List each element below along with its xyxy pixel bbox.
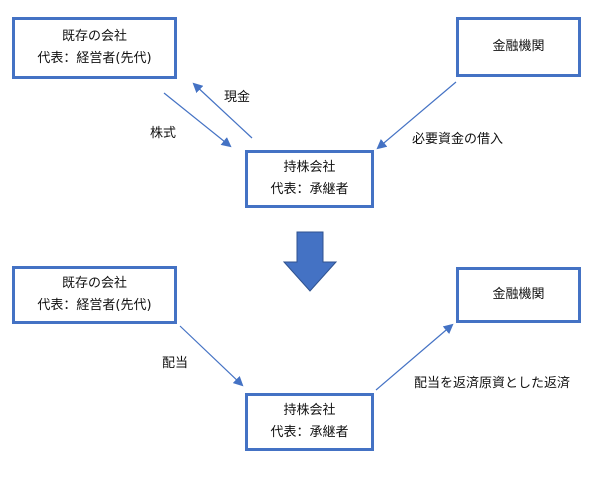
top-financial-institution-box: 金融機関 <box>456 17 581 77</box>
cash-arrow <box>192 82 253 139</box>
loan-arrow <box>376 81 457 150</box>
top-existing-company-box: 既存の会社 代表：経営者(先代) <box>12 17 177 79</box>
bottom-holding-company-rep: 代表：承継者 <box>270 425 349 440</box>
label-loan: 必要資金の借入 <box>412 132 504 147</box>
stock-arrow <box>163 92 232 148</box>
bottom-existing-company-box: 既存の会社 代表：経営者(先代) <box>12 266 177 324</box>
top-holding-company-rep: 代表：承継者 <box>270 182 349 197</box>
bottom-holding-company-box: 持株会社 代表：承継者 <box>245 393 374 451</box>
top-existing-company-name: 既存の会社 <box>61 29 127 44</box>
label-stock: 株式 <box>150 126 177 141</box>
label-dividend: 配当 <box>162 356 189 371</box>
repayment-arrow <box>375 323 454 391</box>
top-holding-company-box: 持株会社 代表：承継者 <box>245 150 374 208</box>
label-cash: 現金 <box>224 90 251 105</box>
bottom-financial-institution-box: 金融機関 <box>456 267 581 323</box>
bottom-holding-company-name: 持株会社 <box>283 403 336 418</box>
top-existing-company-rep: 代表：経営者(先代) <box>37 51 152 66</box>
bottom-financial-institution-name: 金融機関 <box>492 287 545 302</box>
transition-down-arrow <box>282 231 338 292</box>
bottom-existing-company-rep: 代表：経営者(先代) <box>37 298 152 313</box>
bottom-existing-company-name: 既存の会社 <box>61 276 127 291</box>
label-repayment: 配当を返済原資とした返済 <box>414 376 571 391</box>
top-holding-company-name: 持株会社 <box>283 160 336 175</box>
dividend-arrow <box>179 325 244 387</box>
top-financial-institution-name: 金融機関 <box>492 39 545 54</box>
